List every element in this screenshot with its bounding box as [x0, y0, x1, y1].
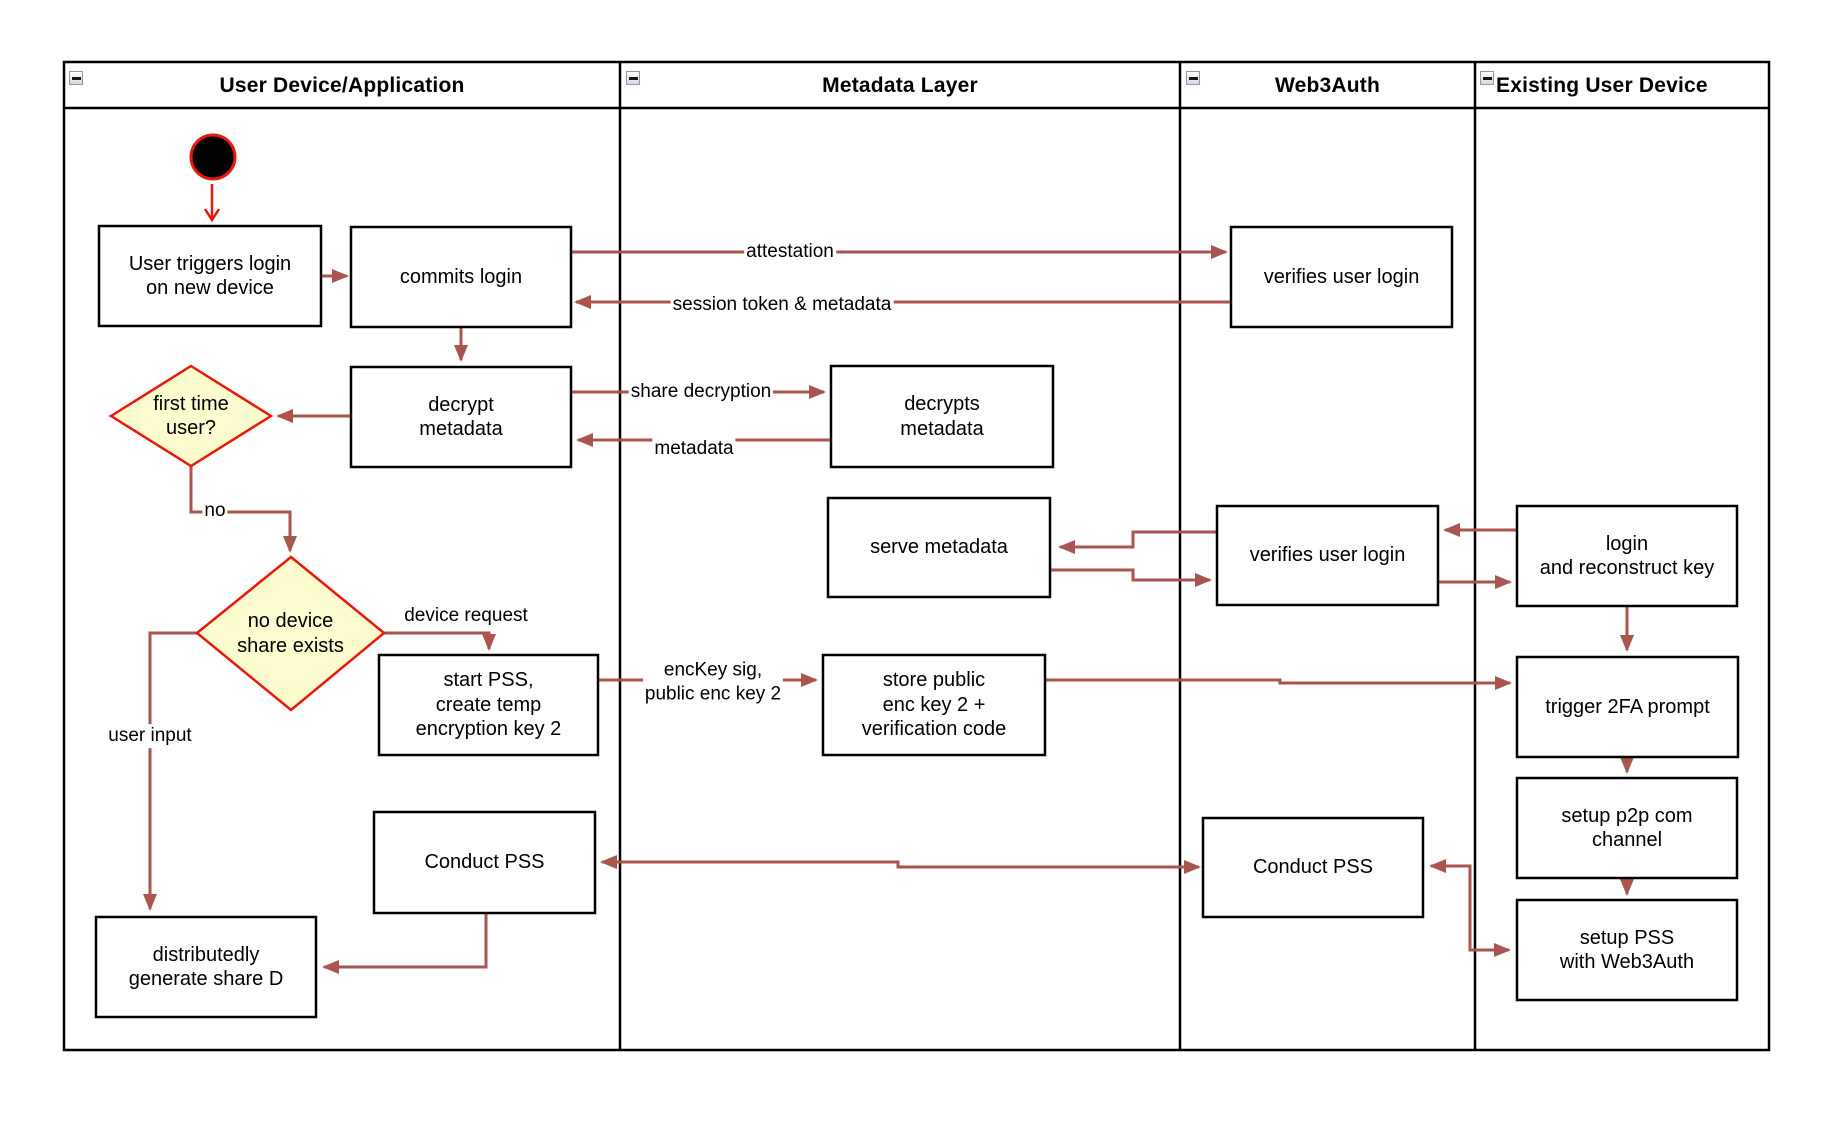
start-node[interactable]: [189, 133, 237, 181]
label-verifies-user-login-1: verifies user login: [1263, 265, 1420, 288]
box-store-public-key[interactable]: [821, 653, 1047, 757]
collapse-icon[interactable]: [69, 71, 83, 85]
box-conduct-pss-user[interactable]: [372, 810, 597, 915]
minus-icon: [1482, 76, 1492, 80]
box-setup-p2p[interactable]: [1515, 776, 1739, 880]
edge-label-attestation: attestation: [744, 240, 836, 264]
edge-label-device-request: device request: [402, 604, 530, 628]
label-conduct-pss-user: Conduct PSS: [424, 851, 545, 874]
lane-title-user-device: User Device/Application: [219, 73, 465, 97]
lane-title-existing-device: Existing User Device: [1496, 73, 1708, 97]
edge-label-share-decryption: share decryption: [628, 380, 774, 404]
label-login-reconstruct: login and reconstruct key: [1539, 532, 1715, 579]
edge-label-metadata: metadata: [652, 437, 736, 461]
edge-no-branch: [189, 466, 297, 553]
decision-no-device-share[interactable]: [195, 555, 386, 712]
collapse-icon[interactable]: [626, 71, 640, 85]
label-serve-metadata: serve metadata: [870, 536, 1008, 559]
collapse-icon[interactable]: [1480, 71, 1494, 85]
minus-icon: [71, 76, 81, 80]
decision-first-time-user[interactable]: [108, 364, 274, 468]
label-decrypts-metadata: decrypts metadata: [900, 393, 984, 440]
label-verifies-user-login-2: verifies user login: [1249, 544, 1406, 567]
box-decrypt-metadata[interactable]: [349, 365, 573, 469]
label-first-time-user: first time user?: [153, 392, 229, 439]
activity-boxes: [94, 224, 1740, 1019]
label-setup-pss: setup PSS with Web3Auth: [1559, 926, 1695, 973]
box-decrypts-metadata[interactable]: [829, 364, 1055, 469]
edge-label-session-token: session token & metadata: [670, 293, 894, 317]
pool-border: [62, 60, 1771, 1052]
label-conduct-pss-web3: Conduct PSS: [1252, 856, 1374, 879]
label-user-triggers-login: User triggers login on new device: [128, 252, 292, 299]
box-setup-pss[interactable]: [1515, 898, 1739, 1002]
box-verifies-user-login-2[interactable]: [1215, 504, 1440, 607]
edge-device-request: [384, 631, 496, 651]
edge-conductpss-to-shared: [322, 913, 488, 974]
label-store-public-key: store public enc key 2 + verification co…: [861, 669, 1007, 741]
lane-title-metadata-layer: Metadata Layer: [822, 73, 978, 97]
box-login-reconstruct[interactable]: [1515, 504, 1739, 608]
lane-title-web3auth: Web3Auth: [1274, 73, 1381, 97]
edges: [143, 245, 1634, 974]
box-conduct-pss-web3[interactable]: [1201, 816, 1425, 919]
edge-store-to-2fa: [1045, 676, 1512, 690]
box-generate-share-d[interactable]: [94, 915, 318, 1019]
edge-verifies-to-serve: [1058, 530, 1217, 554]
label-start-pss: start PSS, create temp encryption key 2: [415, 669, 562, 741]
edge-user-input: [143, 631, 197, 911]
label-decrypt-metadata: decrypt metadata: [419, 393, 503, 440]
label-generate-share-d: distributedly generate share D: [128, 943, 284, 990]
minus-icon: [628, 76, 638, 80]
label-setup-p2p: setup p2p com channel: [1561, 804, 1693, 851]
collapse-icon[interactable]: [1186, 71, 1200, 85]
box-serve-metadata[interactable]: [826, 496, 1052, 599]
edge-label-enckey: encKey sig, public enc key 2: [642, 658, 784, 706]
label-no-device-share: no device share exists: [237, 610, 344, 657]
label-trigger-2fa: trigger 2FA prompt: [1545, 695, 1710, 718]
box-commits-login[interactable]: [349, 225, 573, 329]
box-user-triggers-login[interactable]: [97, 224, 323, 328]
label-commits-login: commits login: [399, 265, 523, 288]
box-verifies-user-login-1[interactable]: [1229, 225, 1454, 329]
edge-label-user-input: user input: [106, 724, 194, 748]
minus-icon: [1188, 76, 1198, 80]
edge-conductpss-bidirectional: [600, 855, 1201, 874]
box-trigger-2fa[interactable]: [1515, 655, 1740, 759]
edge-serve-to-verifies: [1050, 568, 1212, 587]
edge-label-no: no: [202, 499, 228, 523]
edge-setuppss-conductpss: [1429, 859, 1511, 957]
box-start-pss[interactable]: [377, 653, 600, 757]
